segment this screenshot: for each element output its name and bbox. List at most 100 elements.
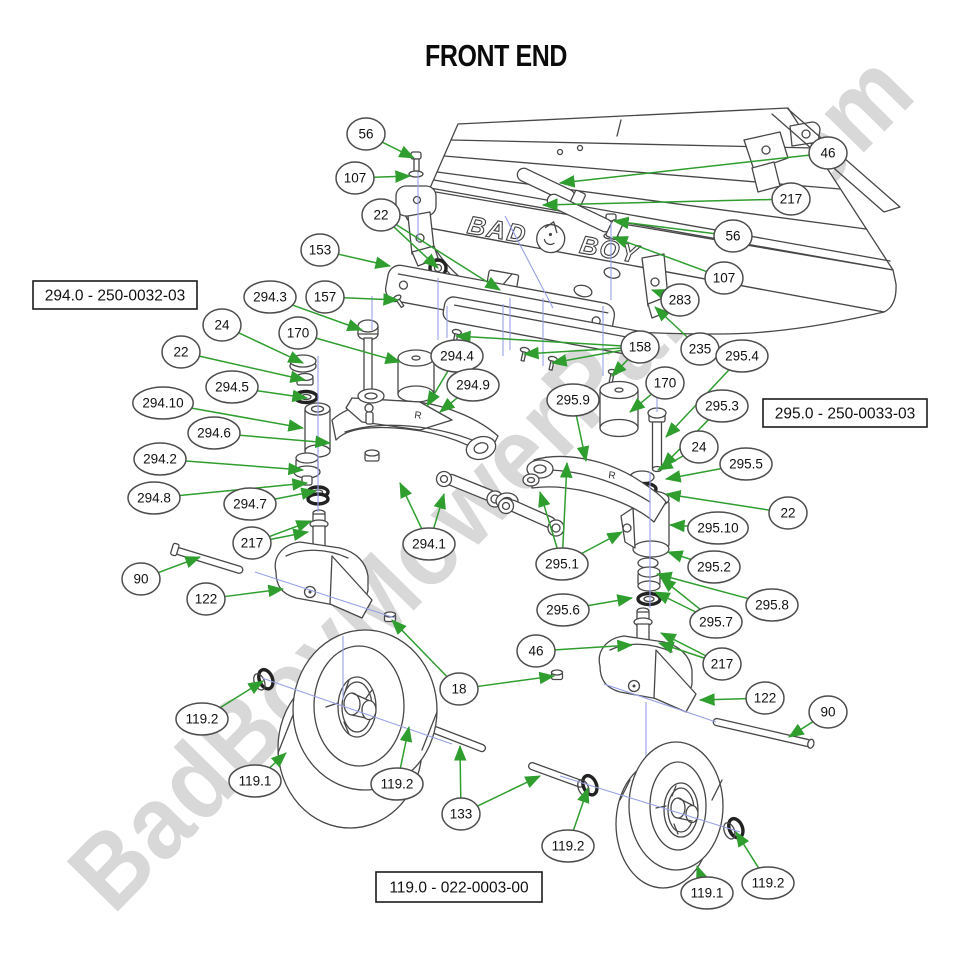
callout-294.7[interactable]: 294.7 (223, 487, 277, 521)
callout-107[interactable]: 107 (335, 161, 375, 195)
part-box-frame[interactable] (32, 280, 198, 310)
callout-24[interactable]: 24 (679, 430, 719, 464)
callout-bubble[interactable] (133, 442, 187, 476)
callout-107[interactable]: 107 (704, 261, 744, 295)
callout-bubble[interactable] (535, 547, 589, 581)
callout-133[interactable]: 133 (441, 797, 481, 831)
callout-295.8[interactable]: 295.8 (745, 588, 799, 622)
part-box-frame[interactable] (375, 871, 543, 903)
callout-283[interactable]: 283 (660, 283, 700, 317)
callout-bubble[interactable] (186, 582, 226, 616)
callout-295.9[interactable]: 295.9 (546, 383, 600, 417)
callout-bubble[interactable] (232, 526, 272, 560)
callout-bubble[interactable] (300, 233, 340, 267)
callout-295.10[interactable]: 295.10 (687, 511, 749, 545)
callout-294.5[interactable]: 294.5 (205, 370, 259, 404)
callout-bubble[interactable] (335, 161, 375, 195)
callout-294.6[interactable]: 294.6 (187, 416, 241, 450)
callout-294.8[interactable]: 294.8 (127, 481, 181, 515)
callout-170[interactable]: 170 (278, 316, 318, 350)
callout-bubble[interactable] (745, 681, 785, 715)
callout-bubble[interactable] (546, 383, 600, 417)
callout-bubble[interactable] (446, 368, 500, 402)
callout-bubble[interactable] (187, 416, 241, 450)
callout-217[interactable]: 217 (232, 526, 272, 560)
callout-295.3[interactable]: 295.3 (695, 389, 749, 423)
callout-bubble[interactable] (132, 386, 194, 420)
callout-bubble[interactable] (687, 511, 749, 545)
callout-bubble[interactable] (745, 588, 799, 622)
callout-22[interactable]: 22 (768, 496, 808, 530)
callout-bubble[interactable] (715, 339, 769, 373)
callout-bubble[interactable] (645, 366, 685, 400)
callout-153[interactable]: 153 (300, 233, 340, 267)
part-box-119.0[interactable]: 119.0 - 022-0003-00 (375, 871, 543, 903)
callout-bubble[interactable] (719, 447, 773, 481)
callout-bubble[interactable] (370, 767, 424, 801)
callout-157[interactable]: 157 (305, 280, 345, 314)
callout-bubble[interactable] (687, 550, 741, 584)
callout-217[interactable]: 217 (702, 647, 742, 681)
callout-bubble[interactable] (441, 797, 481, 831)
callout-295.5[interactable]: 295.5 (719, 447, 773, 481)
callout-bubble[interactable] (305, 280, 345, 314)
callout-294.1[interactable]: 294.1 (402, 527, 456, 561)
callout-119.2[interactable]: 119.2 (541, 829, 595, 863)
callout-bubble[interactable] (702, 647, 742, 681)
part-box-frame[interactable] (762, 398, 928, 428)
callout-bubble[interactable] (121, 562, 161, 596)
callout-bubble[interactable] (741, 866, 795, 900)
callout-295.4[interactable]: 295.4 (715, 339, 769, 373)
callout-119.2[interactable]: 119.2 (370, 767, 424, 801)
callout-bubble[interactable] (127, 481, 181, 515)
callout-bubble[interactable] (439, 672, 479, 706)
callout-295.1[interactable]: 295.1 (535, 547, 589, 581)
callout-46[interactable]: 46 (808, 136, 848, 170)
callout-294.4[interactable]: 294.4 (430, 339, 484, 373)
callout-bubble[interactable] (680, 876, 734, 910)
callout-bubble[interactable] (202, 308, 242, 342)
callout-122[interactable]: 122 (745, 681, 785, 715)
callout-bubble[interactable] (768, 496, 808, 530)
callout-158[interactable]: 158 (620, 330, 660, 364)
callout-bubble[interactable] (361, 198, 401, 232)
callout-294.2[interactable]: 294.2 (133, 442, 187, 476)
callout-bubble[interactable] (243, 280, 297, 314)
callout-22[interactable]: 22 (161, 335, 201, 369)
callout-bubble[interactable] (620, 330, 660, 364)
callout-bubble[interactable] (536, 593, 590, 627)
callout-bubble[interactable] (402, 527, 456, 561)
callout-bubble[interactable] (346, 117, 386, 151)
callout-295.2[interactable]: 295.2 (687, 550, 741, 584)
callout-119.1[interactable]: 119.1 (228, 764, 282, 798)
callout-56[interactable]: 56 (713, 219, 753, 253)
callout-119.1[interactable]: 119.1 (680, 876, 734, 910)
callout-bubble[interactable] (175, 702, 229, 736)
callout-bubble[interactable] (713, 219, 753, 253)
part-box-295.0[interactable]: 295.0 - 250-0033-03 (762, 398, 928, 428)
callout-170[interactable]: 170 (645, 366, 685, 400)
callout-bubble[interactable] (704, 261, 744, 295)
callout-bubble[interactable] (161, 335, 201, 369)
callout-119.2[interactable]: 119.2 (741, 866, 795, 900)
callout-18[interactable]: 18 (439, 672, 479, 706)
callout-294.3[interactable]: 294.3 (243, 280, 297, 314)
callout-bubble[interactable] (808, 136, 848, 170)
callout-294.9[interactable]: 294.9 (446, 368, 500, 402)
callout-bubble[interactable] (223, 487, 277, 521)
callout-bubble[interactable] (278, 316, 318, 350)
callout-22[interactable]: 22 (361, 198, 401, 232)
callout-90[interactable]: 90 (808, 695, 848, 729)
callout-217[interactable]: 217 (771, 182, 811, 216)
callout-bubble[interactable] (228, 764, 282, 798)
callout-bubble[interactable] (516, 634, 556, 668)
part-box-294.0[interactable]: 294.0 - 250-0032-03 (32, 280, 198, 310)
callout-24[interactable]: 24 (202, 308, 242, 342)
callout-295.7[interactable]: 295.7 (689, 605, 743, 639)
callout-bubble[interactable] (679, 430, 719, 464)
callout-bubble[interactable] (808, 695, 848, 729)
callout-235[interactable]: 235 (680, 332, 720, 366)
callout-119.2[interactable]: 119.2 (175, 702, 229, 736)
callout-46[interactable]: 46 (516, 634, 556, 668)
callout-90[interactable]: 90 (121, 562, 161, 596)
